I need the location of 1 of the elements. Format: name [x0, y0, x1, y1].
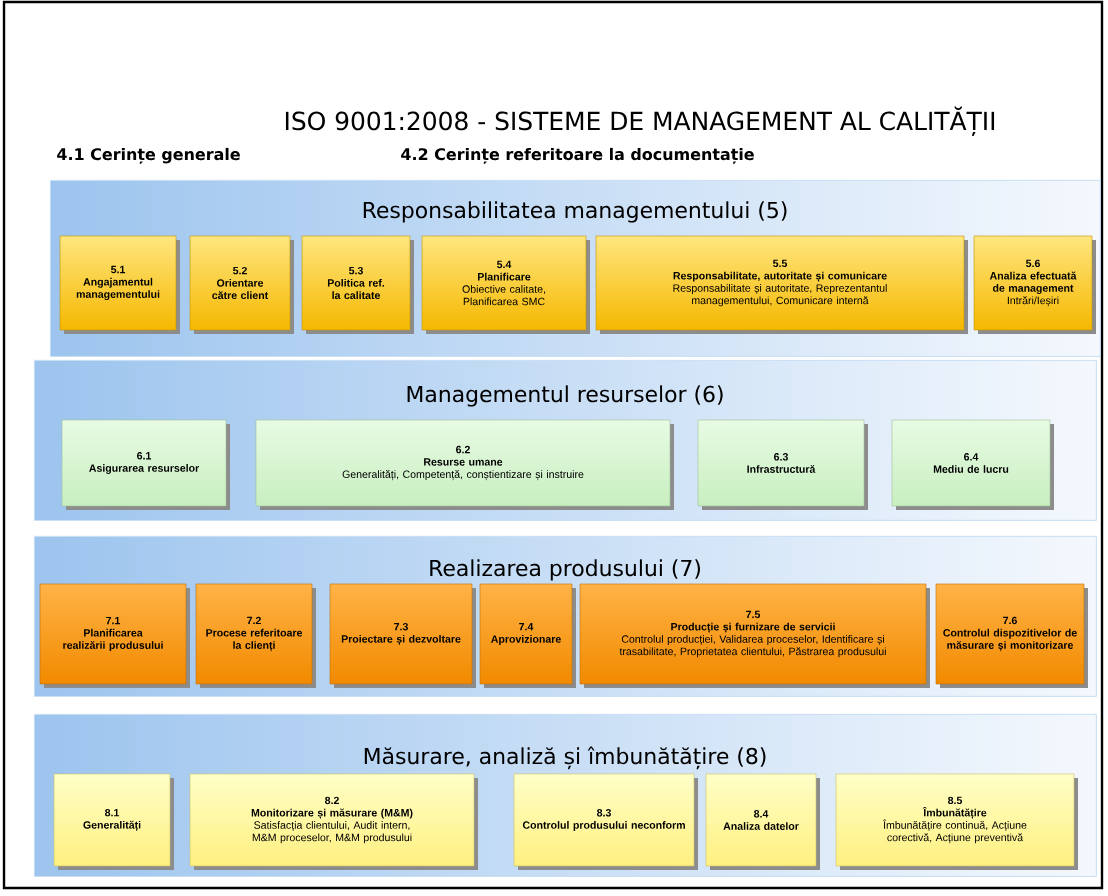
title: ISO 9001:2008 - SISTEME DE MANAGEMENT AL CALITĂȚII [285, 106, 995, 136]
